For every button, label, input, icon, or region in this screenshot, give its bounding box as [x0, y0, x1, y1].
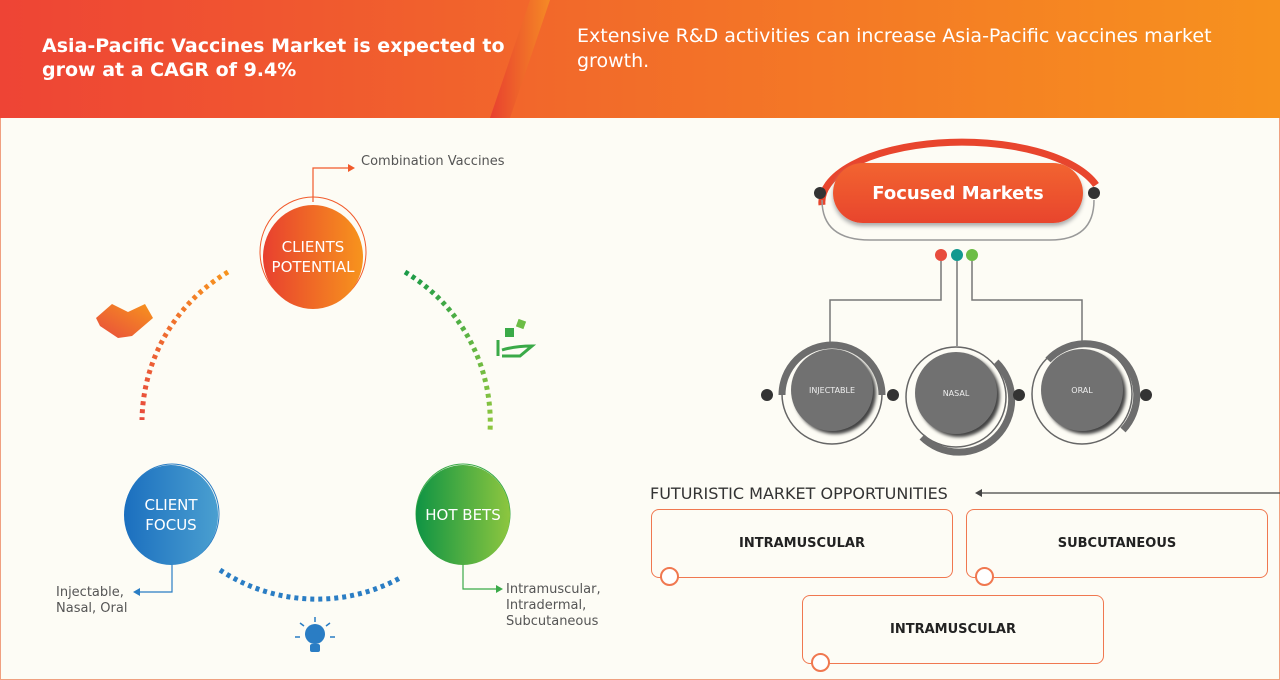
hot-bets-note: Intramuscular, Intradermal, Subcutaneous — [506, 582, 601, 629]
teal-dot — [951, 249, 963, 261]
corner-circle — [975, 567, 994, 586]
nasal-ring — [905, 346, 1007, 448]
red-dot — [935, 249, 947, 261]
opportunity-box: INTRAMUSCULAR — [651, 509, 953, 586]
market-nasal: NASAL — [915, 352, 997, 434]
clients-potential-note: Combination Vaccines — [361, 154, 505, 169]
growth-driver-text: Extensive R&D activities can increase As… — [577, 25, 1212, 72]
injectable-arc — [778, 341, 886, 396]
focused-markets-title: Focused Markets — [833, 163, 1083, 223]
market-injectable: INJECTABLE — [791, 349, 873, 431]
nasal-arc — [919, 359, 1016, 456]
dot — [887, 389, 899, 401]
oral-arc — [1045, 340, 1141, 433]
futuristic-title: FUTURISTIC MARKET OPPORTUNITIES — [650, 484, 948, 503]
client-focus-circle: CLIENT FOCUS — [124, 465, 218, 565]
header-banner: Asia-Pacific Vaccines Market is expected… — [0, 0, 1280, 118]
dot — [1088, 187, 1100, 199]
hot-bets-connector — [462, 557, 496, 590]
blue-dashed-arc — [218, 567, 402, 602]
cagr-headline: Asia-Pacific Vaccines Market is expected… — [42, 35, 505, 81]
dot — [1013, 389, 1025, 401]
opportunity-label: SUBCUTANEOUS — [1057, 536, 1177, 551]
green-dashed-arc — [403, 269, 493, 433]
orange-dashed-arc — [139, 269, 230, 421]
lightbulb-icon — [295, 617, 335, 652]
arrowhead-icon — [348, 164, 355, 172]
handshake-icon — [96, 304, 153, 338]
arrowhead-icon — [496, 585, 503, 593]
clients-potential-circle: CLIENTS POTENTIAL — [263, 205, 363, 309]
dot — [761, 389, 773, 401]
client-focus-note: Injectable, Nasal, Oral — [56, 585, 128, 616]
arrowhead-icon — [133, 588, 140, 596]
market-oral: ORAL — [1041, 349, 1123, 431]
dot — [814, 187, 826, 199]
corner-circle — [811, 653, 830, 672]
clients-potential-connector — [312, 167, 348, 202]
client-focus-connector — [140, 557, 173, 593]
opportunity-label: INTRAMUSCULAR — [890, 622, 1016, 637]
dot — [1140, 389, 1152, 401]
dice-hand-icon — [496, 318, 537, 358]
opportunity-box: INTRAMUSCULAR — [802, 595, 1104, 672]
green-dot — [966, 249, 978, 261]
arrowhead-icon — [975, 489, 982, 497]
opportunity-box: SUBCUTANEOUS — [966, 509, 1268, 586]
corner-circle — [660, 567, 679, 586]
opportunity-label: INTRAMUSCULAR — [739, 536, 865, 551]
hot-bets-circle: HOT BETS — [416, 465, 510, 565]
focused-markets-arc — [818, 138, 1099, 206]
market-connectors — [829, 261, 1083, 346]
focused-markets-underline — [821, 199, 1095, 241]
